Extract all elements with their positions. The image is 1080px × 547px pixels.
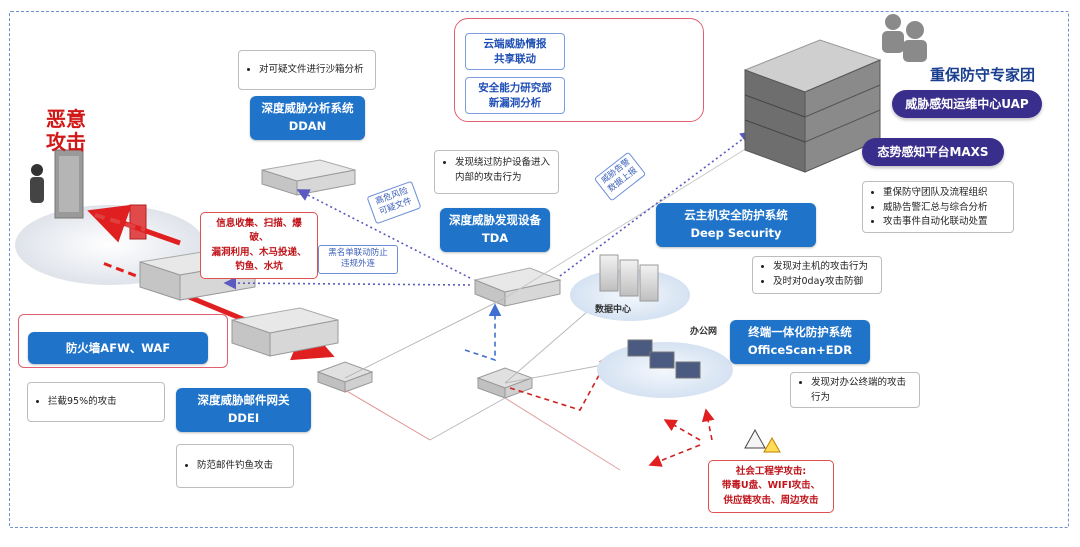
switch-left	[316, 361, 374, 393]
attack-title: 恶意 攻击	[46, 107, 86, 154]
office-laptops	[627, 339, 701, 379]
ddan-note: 对可疑文件进行沙箱分析	[238, 50, 376, 90]
datacenter-servers	[599, 254, 659, 302]
social-engineering-box: 社会工程学攻击: 带毒U盘、WIFI攻击、 供应链攻击、周边攻击	[708, 460, 834, 513]
ddei-appliance	[231, 307, 339, 357]
expert-notes: 重保防守团队及流程组织 威胁告警汇总与综合分析 攻击事件自动化联动处置	[862, 181, 1014, 233]
deep-security-note: 发现对主机的攻击行为 及时对0day攻击防御	[752, 256, 882, 294]
ddei-label: 深度威胁邮件网关 DDEI	[176, 388, 311, 432]
maxs-label: 态势感知平台MAXS	[862, 138, 1004, 166]
blacklist-tag: 黑名单联动防止 违规外连	[318, 245, 398, 274]
tda-appliance	[473, 267, 562, 307]
threat-intel-panel: 云端威胁情报 共享联动 安全能力研究部 新漏洞分析	[454, 18, 704, 122]
deep-security-label: 云主机安全防护系统 Deep Security	[656, 203, 816, 247]
attack-types-box: 信息收集、扫描、爆破、 漏洞利用、木马投递、 钓鱼、水坑	[200, 212, 318, 279]
office-ellipse	[597, 342, 733, 398]
cloud-intel-item: 云端威胁情报 共享联动	[465, 33, 565, 71]
ddei-note: 防范邮件钓鱼攻击	[176, 444, 294, 488]
uap-label: 威胁感知运维中心UAP	[892, 90, 1042, 118]
server-rack	[743, 39, 882, 173]
ddan-label: 深度威胁分析系统 DDAN	[250, 96, 365, 140]
firewall-label: 防火墙AFW、WAF	[28, 332, 208, 364]
firewall-door	[129, 204, 147, 240]
expert-team-title: 重保防守专家团	[930, 66, 1036, 84]
officescan-note: 发现对办公终端的攻击行为	[790, 372, 920, 408]
datacenter-label: 数据中心	[595, 305, 632, 315]
research-item: 安全能力研究部 新漏洞分析	[465, 77, 565, 115]
diagram-frame	[9, 11, 1069, 528]
officescan-label: 终端一体化防护系统 OfficeScan+EDR	[730, 320, 870, 364]
expert-icons	[882, 14, 927, 62]
hazard-icons	[744, 428, 781, 453]
office-label: 办公网	[690, 327, 718, 337]
firewall-note: 拦截95%的攻击	[27, 382, 165, 422]
tda-label: 深度威胁发现设备 TDA	[440, 208, 550, 252]
tda-note: 发现绕过防护设备进入内部的攻击行为	[434, 150, 559, 194]
ddan-appliance	[261, 159, 356, 196]
switch-center	[476, 367, 534, 399]
